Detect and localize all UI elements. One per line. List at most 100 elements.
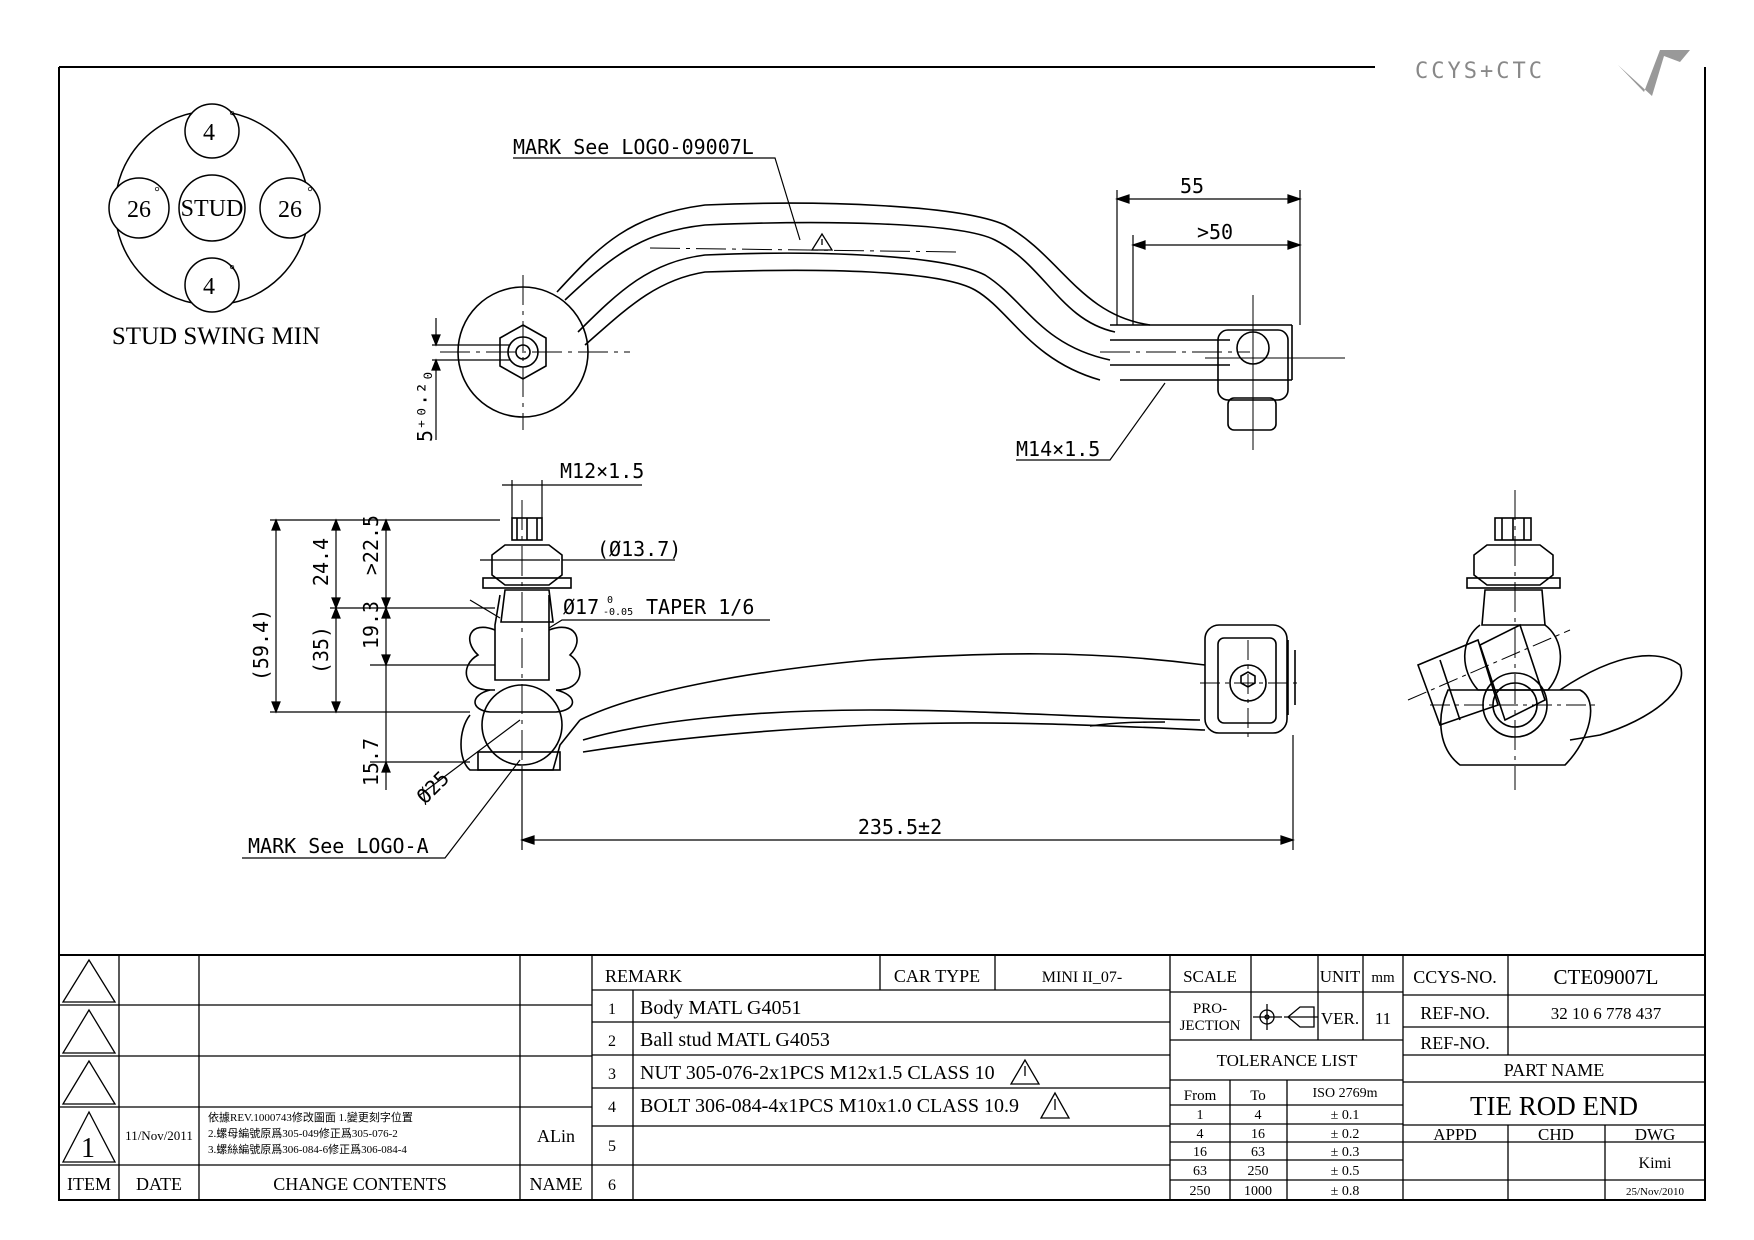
- tolerance-from-3: 16: [1193, 1145, 1207, 1160]
- change-line-2: 2.螺母編號原爲305-049修正爲305-076-2: [208, 1126, 398, 1140]
- scale-label: SCALE: [1183, 967, 1237, 986]
- remark-text-2: Ball stud MATL G4053: [640, 1029, 830, 1051]
- ccys-no-value: CTE09007L: [1554, 965, 1659, 989]
- dim-59-4: (59.4): [249, 609, 273, 681]
- drawer-name: Kimi: [1639, 1155, 1672, 1172]
- unit-value: mm: [1371, 970, 1395, 986]
- remark-text-1: Body MATL G4051: [640, 997, 801, 1019]
- projection-label-1: PRO-: [1193, 1001, 1227, 1017]
- swing-bottom-value: 4: [203, 274, 215, 300]
- sheet-frame: [58, 66, 1706, 1201]
- dim-25: Ø25: [412, 766, 455, 809]
- appd-label: APPD: [1433, 1125, 1476, 1144]
- end-view-drawing: [1407, 490, 1683, 790]
- dim-15-7: 15.7: [359, 738, 383, 786]
- tolerance-to-4: 250: [1248, 1164, 1269, 1179]
- degree-mark-left: °: [154, 185, 160, 200]
- part-name-label: PART NAME: [1504, 1060, 1604, 1080]
- projection-label-2: JECTION: [1180, 1018, 1241, 1034]
- ref-no-label: REF-NO.: [1420, 1003, 1490, 1023]
- dim-13-7: (Ø13.7): [597, 537, 681, 561]
- drawn-date: 25/Nov/2010: [1626, 1186, 1685, 1198]
- dim-22-5: >22.5: [359, 515, 383, 575]
- name-header: NAME: [530, 1174, 583, 1194]
- dwg-label: DWG: [1635, 1125, 1676, 1144]
- ccys-no-label: CCYS-NO.: [1413, 967, 1497, 987]
- change-contents-header: CHANGE CONTENTS: [273, 1174, 447, 1194]
- svg-text:CCYS+CTC: CCYS+CTC: [1415, 59, 1545, 84]
- swing-left-value: 26: [127, 197, 151, 223]
- dim-35: (35): [309, 626, 333, 674]
- swing-center-label: STUD: [181, 196, 244, 222]
- remark-text-3: NUT 305-076-2x1PCS M12x1.5 CLASS 10: [640, 1062, 995, 1084]
- dim-m14: M14×1.5: [1016, 437, 1100, 461]
- dim-5: 5⁺⁰·²₀: [413, 370, 437, 442]
- dim-taper-upper-tol: 0: [607, 595, 613, 606]
- tolerance-value-4: ± 0.5: [1331, 1164, 1360, 1179]
- swing-title: STUD SWING MIN: [112, 323, 320, 350]
- degree-mark-top: °: [229, 109, 235, 124]
- tolerance-title: TOLERANCE LIST: [1217, 1051, 1358, 1070]
- revision-date: 11/Nov/2011: [125, 1128, 193, 1143]
- swing-right-value: 26: [278, 197, 302, 223]
- part-name-value: TIE ROD END: [1470, 1091, 1638, 1121]
- title-block-grid: [58, 954, 1706, 1201]
- tolerance-to-3: 63: [1251, 1145, 1265, 1160]
- dim-taper-lower-tol: -0.05: [603, 607, 633, 618]
- degree-mark-bottom: °: [229, 263, 235, 278]
- date-header: DATE: [136, 1174, 182, 1194]
- dim-m12: M12×1.5: [560, 459, 644, 483]
- mark-logo-label: MARK See LOGO-09007L: [513, 135, 754, 159]
- dim-taper-diameter: Ø17: [563, 595, 599, 619]
- remark-number-2: 2: [608, 1033, 616, 1050]
- degree-mark-right: °: [307, 185, 313, 200]
- tolerance-value-1: ± 0.1: [1331, 1108, 1360, 1123]
- version-value: 11: [1375, 1009, 1391, 1028]
- change-line-3: 3.螺絲編號原爲306-084-6修正爲306-084-4: [208, 1142, 407, 1156]
- dim-55: 55: [1180, 174, 1204, 198]
- tolerance-to-1: 4: [1255, 1108, 1262, 1123]
- tolerance-from-header: From: [1184, 1088, 1217, 1104]
- dim-taper-label: TAPER 1/6: [646, 595, 754, 619]
- remark-number-1: 1: [608, 1001, 616, 1018]
- remark-number-3: 3: [608, 1066, 616, 1083]
- tolerance-value-2: ± 0.2: [1331, 1127, 1360, 1142]
- ref-no-value: 32 10 6 778 437: [1551, 1004, 1662, 1023]
- tolerance-from-2: 4: [1197, 1127, 1204, 1142]
- tolerance-from-1: 1: [1197, 1108, 1204, 1123]
- ref-no-label-2: REF-NO.: [1420, 1033, 1490, 1053]
- car-type-label: CAR TYPE: [894, 966, 980, 986]
- projection-symbol: [1253, 1004, 1318, 1030]
- remark-number-4: 4: [608, 1099, 616, 1116]
- company-logo: CCYS+CTC: [1415, 50, 1690, 96]
- change-line-1: 依據REV.1000743修改圖面 1.變更刻字位置: [208, 1110, 413, 1124]
- remark-label: REMARK: [605, 966, 682, 986]
- tolerance-iso-header: ISO 2769m: [1313, 1086, 1378, 1101]
- dim-24-4: 24.4: [309, 538, 333, 586]
- dim-19-3: 19.3: [359, 601, 383, 649]
- tolerance-to-5: 1000: [1244, 1184, 1272, 1199]
- tolerance-from-5: 250: [1190, 1184, 1211, 1199]
- warning-mark-arm: [810, 232, 834, 251]
- dim-gt50: >50: [1197, 220, 1233, 244]
- top-view-dimensions: [431, 157, 1302, 461]
- remark-number-6: 6: [608, 1177, 616, 1194]
- dim-235-5: 235.5±2: [858, 815, 942, 839]
- stud-swing-diagram: [108, 103, 321, 313]
- remark-text-4: BOLT 306-084-4x1PCS M10x1.0 CLASS 10.9: [640, 1095, 1019, 1117]
- warning-triangle-icons: [1009, 1058, 1071, 1119]
- tolerance-value-3: ± 0.3: [1331, 1145, 1360, 1160]
- top-view-drawing: [440, 202, 1345, 450]
- tolerance-value-5: ± 0.8: [1331, 1184, 1360, 1199]
- tolerance-to-header: To: [1250, 1088, 1266, 1104]
- mark-logo-a-label: MARK See LOGO-A: [248, 834, 429, 858]
- side-view-drawing: [460, 500, 1300, 790]
- revision-number: 1: [81, 1133, 95, 1164]
- tolerance-to-2: 16: [1251, 1127, 1265, 1142]
- item-header: ITEM: [67, 1174, 111, 1194]
- car-type-value: MINI II_07-: [1042, 969, 1122, 986]
- revision-name: ALin: [537, 1126, 575, 1146]
- tolerance-from-4: 63: [1193, 1164, 1207, 1179]
- chd-label: CHD: [1538, 1125, 1574, 1144]
